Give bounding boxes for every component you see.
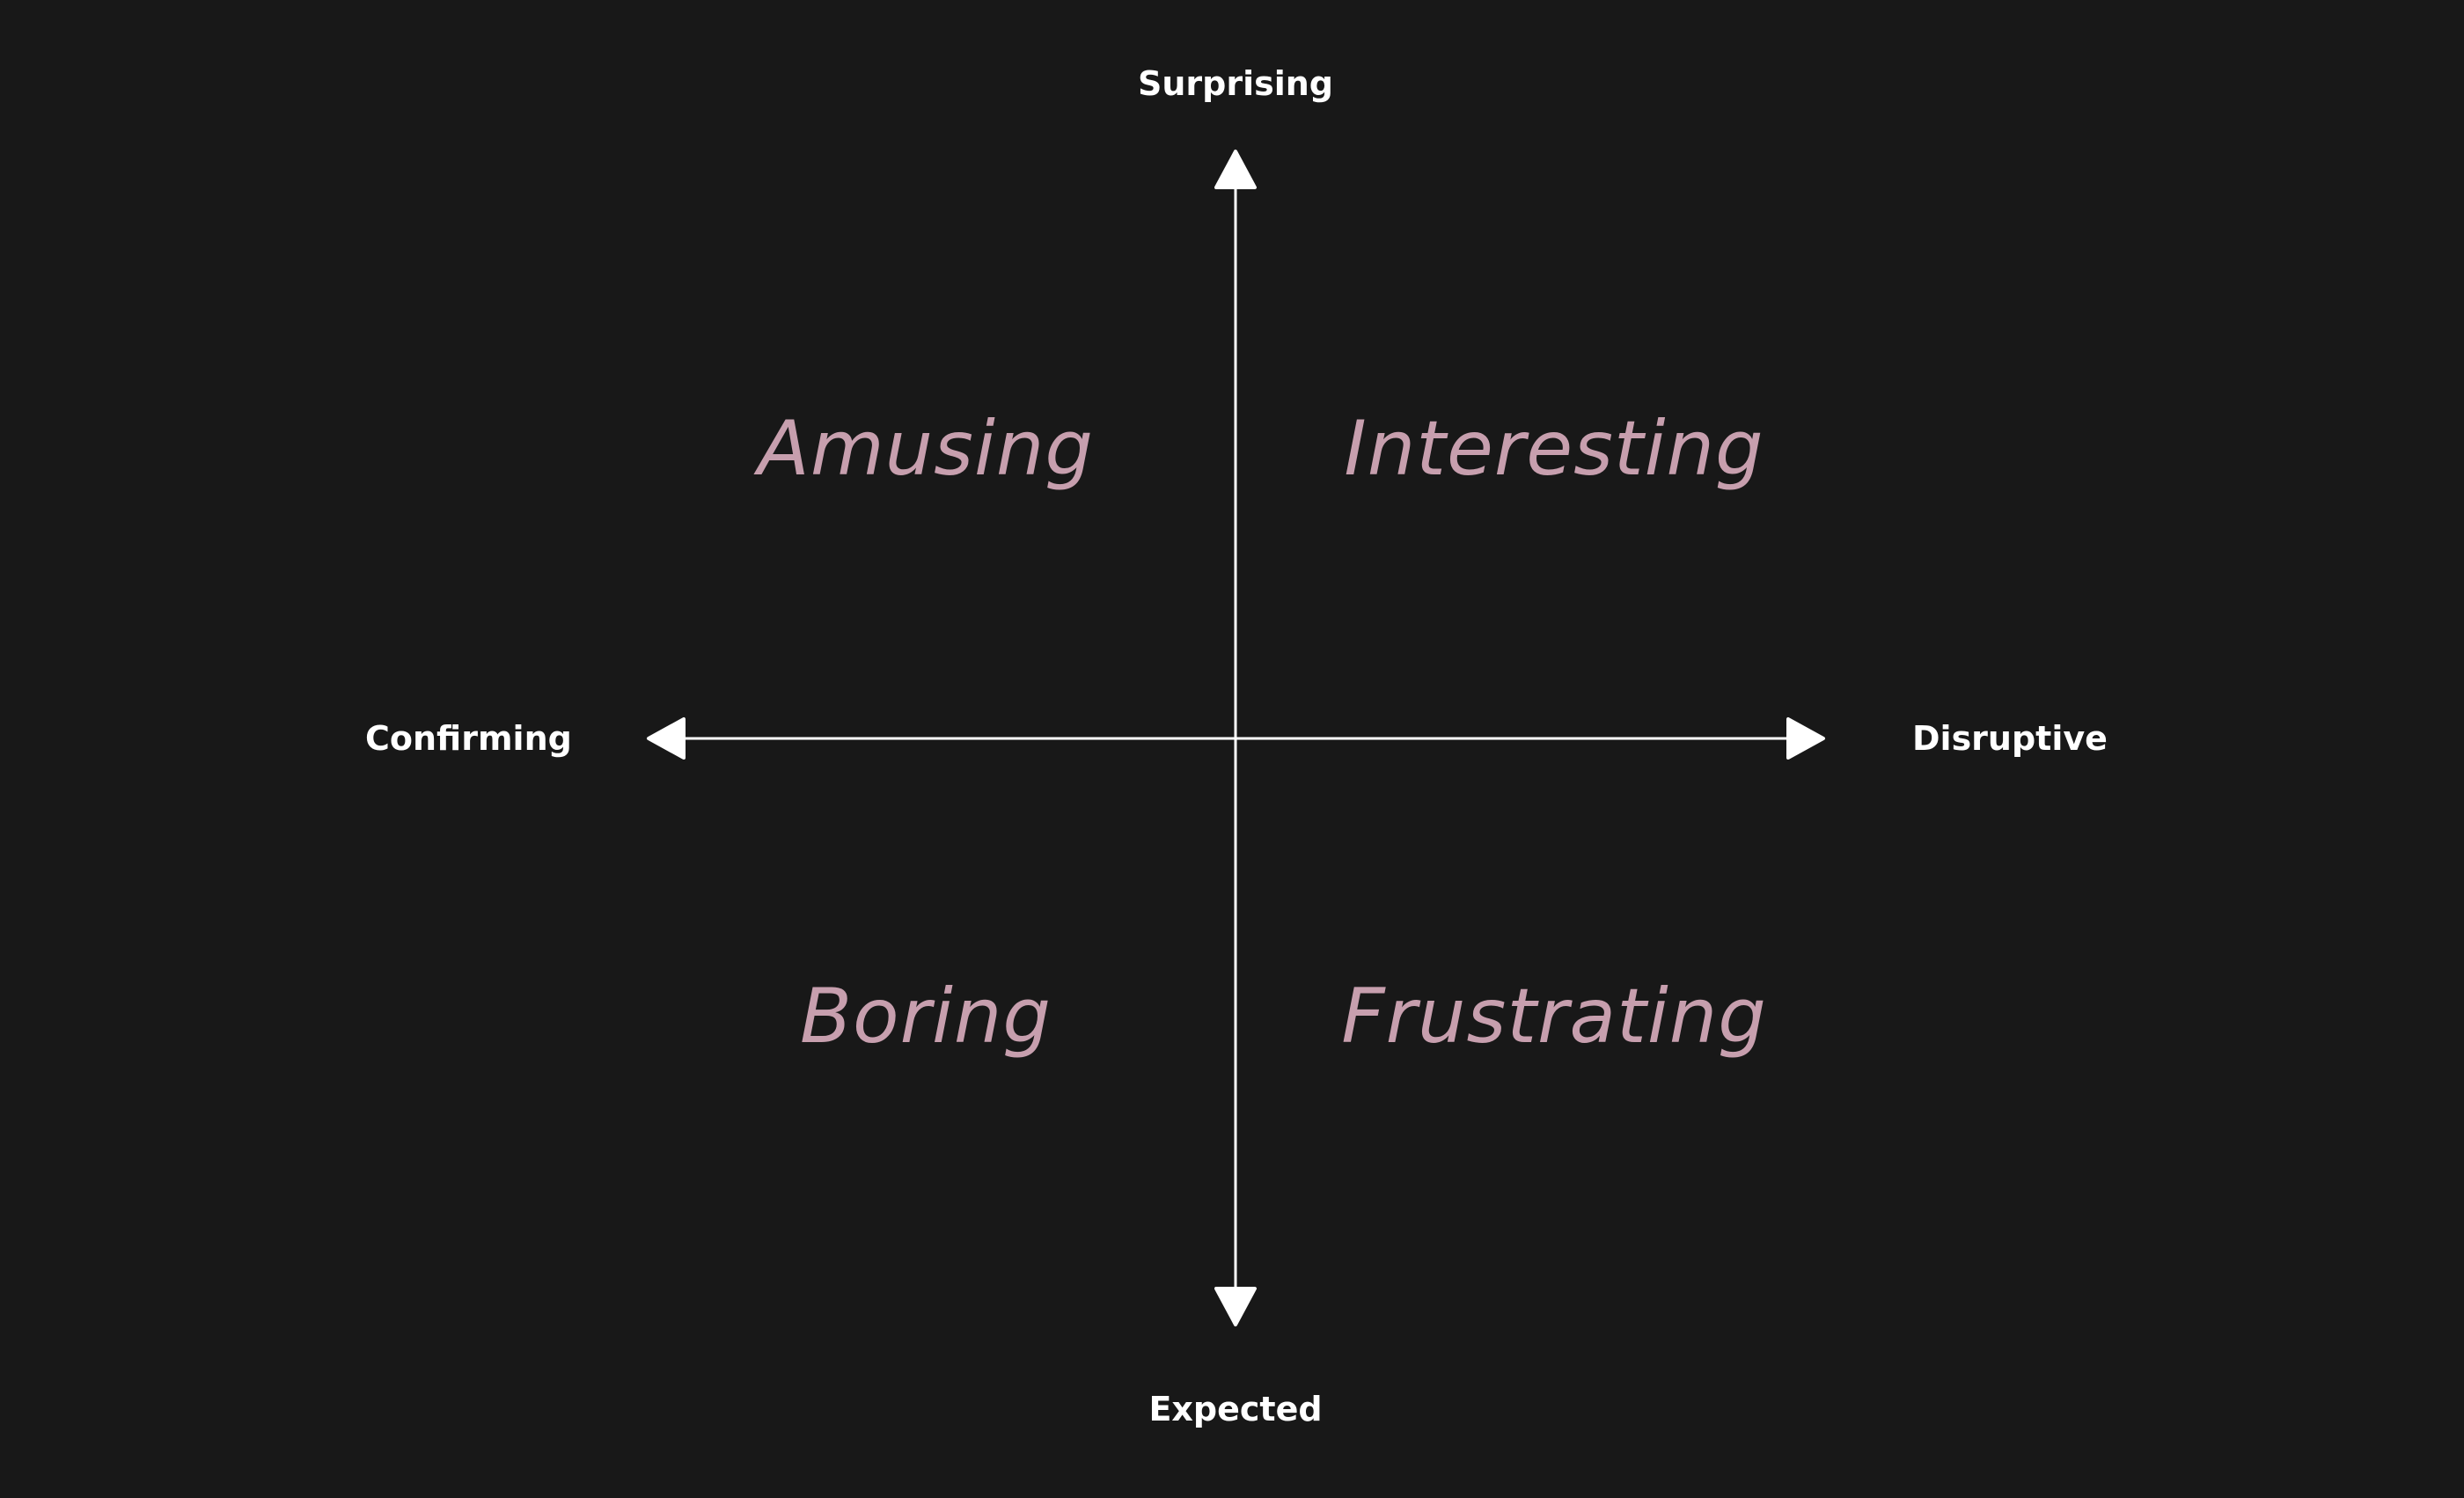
quadrant-label-top-left: Amusing	[758, 405, 1094, 493]
arrow-down-icon	[1214, 1287, 1257, 1326]
axis-label-top: Surprising	[1137, 64, 1334, 103]
quadrant-label-bottom-left: Boring	[800, 973, 1052, 1061]
arrow-up-icon	[1214, 150, 1257, 189]
axis-label-right: Disruptive	[1912, 719, 2108, 758]
quadrant-label-top-right: Interesting	[1344, 405, 1764, 493]
arrow-right-icon	[1786, 717, 1825, 760]
arrow-left-icon	[647, 717, 686, 760]
quadrant-label-bottom-right: Frustrating	[1341, 973, 1767, 1061]
axis-label-left: Confirming	[365, 719, 572, 758]
axis-label-bottom: Expected	[1148, 1390, 1323, 1428]
